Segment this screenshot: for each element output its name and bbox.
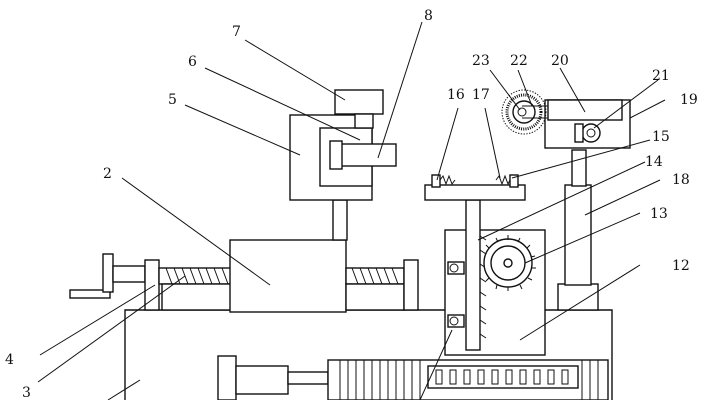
label-19: 19 [680, 92, 698, 108]
left-screw-assembly [69, 253, 233, 311]
label-8: 8 [424, 8, 433, 24]
right-screw [345, 259, 419, 311]
label-18: 18 [672, 172, 690, 188]
label-15: 15 [652, 129, 670, 145]
clamp-assembly [289, 89, 397, 241]
gearbox [444, 199, 546, 356]
label-21: 21 [652, 68, 670, 84]
label-7: 7 [232, 24, 241, 40]
label-5: 5 [168, 92, 177, 108]
leader-lines [37, 21, 666, 400]
label-22: 22 [510, 53, 528, 69]
label-12: 12 [672, 258, 690, 274]
label-2: 2 [103, 166, 112, 182]
right-pillar [557, 149, 599, 311]
label-14: 14 [645, 154, 663, 170]
spring-platform [424, 174, 526, 201]
part-labels: 7 6 5 8 2 4 3 12 13 18 14 15 16 17 19 21… [5, 8, 698, 400]
label-3: 3 [22, 385, 31, 400]
label-23: 23 [472, 53, 490, 69]
label-16: 16 [447, 87, 465, 103]
motor-box [544, 99, 631, 149]
label-17: 17 [472, 87, 490, 103]
label-6: 6 [188, 54, 197, 70]
label-4: 4 [5, 352, 14, 368]
sliding-block [229, 239, 347, 313]
lower-rack-assembly [217, 355, 609, 400]
label-13: 13 [650, 206, 668, 222]
brush-wheel [501, 89, 548, 135]
label-20: 20 [551, 53, 569, 69]
